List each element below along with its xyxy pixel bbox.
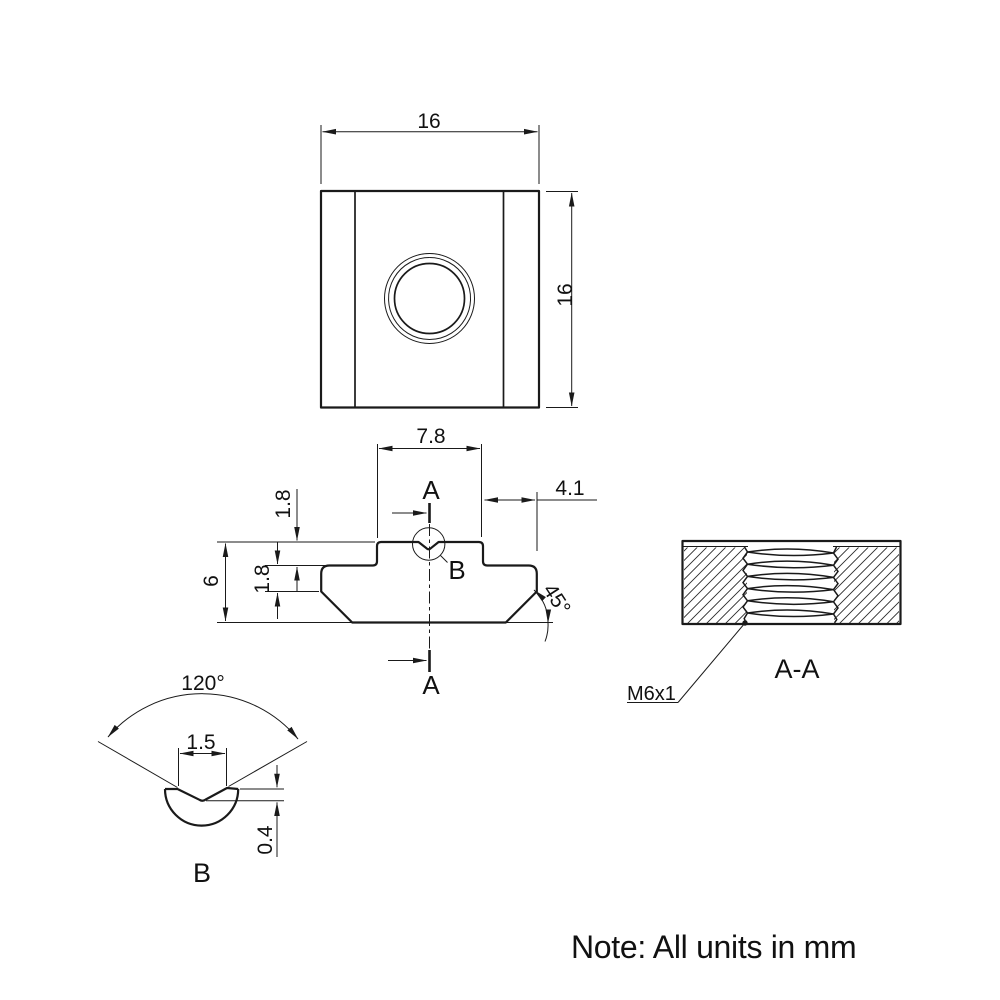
front-flange-dimension: 4.1 bbox=[484, 477, 597, 551]
detail-b-marker: B bbox=[412, 527, 466, 585]
dim-step-height: 1.8 bbox=[251, 564, 274, 593]
top-view-width-dimension: 16 bbox=[320, 110, 540, 184]
dim-tab-width: 7.8 bbox=[416, 425, 445, 448]
detail-width-dimension: 1.5 bbox=[178, 731, 227, 786]
section-view-aa: M6x1 A-A bbox=[627, 539, 902, 705]
dim-top-width: 16 bbox=[417, 110, 440, 133]
detail-depth-dimension: 0.4 bbox=[206, 765, 284, 857]
front-height-dimensions: 6 1.8 1.8 bbox=[200, 489, 375, 623]
front-view: 7.8 4.1 6 1.8 1.8 bbox=[200, 425, 597, 700]
dim-groove-width: 1.5 bbox=[186, 731, 215, 754]
thread-callout-label: M6x1 bbox=[627, 683, 676, 705]
front-view-profile-outline bbox=[320, 540, 538, 624]
dim-groove-angle: 120° bbox=[181, 672, 224, 695]
section-marker-bottom-label: A bbox=[422, 670, 440, 700]
section-outline bbox=[681, 539, 902, 626]
top-view-threaded-hole bbox=[384, 253, 475, 344]
section-view-title: A-A bbox=[774, 654, 819, 684]
thread-callout-leader: M6x1 bbox=[627, 620, 748, 705]
dim-total-height: 6 bbox=[200, 575, 223, 587]
detail-marker-label: B bbox=[448, 555, 465, 585]
dim-flange: 4.1 bbox=[555, 477, 584, 500]
top-view: 16 16 bbox=[319, 110, 578, 409]
dim-groove-depth: 0.4 bbox=[254, 825, 277, 855]
top-view-height-dimension: 16 bbox=[546, 191, 578, 408]
detail-view-title: B bbox=[193, 858, 211, 888]
thread-profile bbox=[742, 546, 839, 624]
section-marker-top-label: A bbox=[422, 475, 440, 505]
detail-angle-dimension: 120° bbox=[97, 672, 308, 788]
section-cut-markers: A A bbox=[388, 475, 440, 700]
detail-shape bbox=[163, 786, 240, 827]
section-hatch-right bbox=[834, 547, 899, 623]
top-view-body-outline bbox=[319, 189, 541, 409]
dim-top-height: 16 bbox=[554, 283, 577, 306]
front-tab-width-dimension: 7.8 bbox=[377, 425, 482, 538]
dim-chamfer-angle: 45° bbox=[538, 580, 575, 619]
units-note: Note: All units in mm bbox=[571, 929, 856, 965]
dim-tab-height: 1.8 bbox=[272, 489, 295, 518]
section-hatch-left bbox=[684, 547, 747, 623]
detail-view-b: 120° 1.5 0.4 B bbox=[97, 672, 308, 888]
